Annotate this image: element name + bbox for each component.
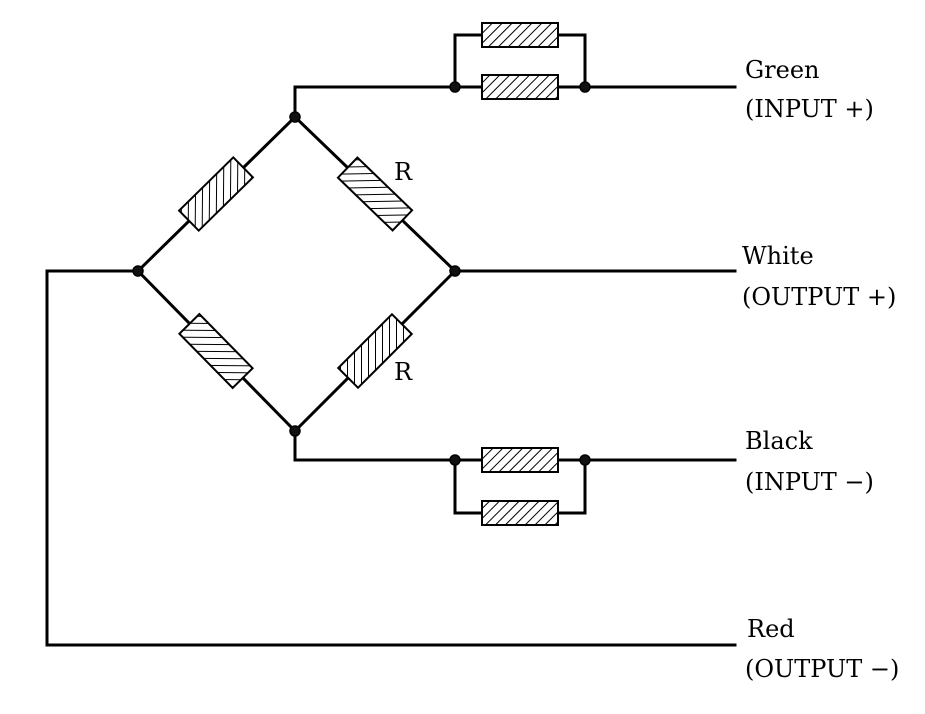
terminal-red-signal: (OUTPUT −) — [745, 655, 899, 683]
terminal-white-signal: (OUTPUT +) — [742, 283, 896, 311]
junction-nodes — [132, 81, 591, 466]
resistor-label-lower: R — [394, 358, 413, 386]
input-plus-parallel-resistor-1 — [481, 22, 559, 48]
bridge-resistor-upper-right — [336, 156, 414, 232]
terminal-black-signal: (INPUT −) — [745, 468, 874, 496]
terminal-white-color: White — [742, 242, 814, 270]
output-minus-wire — [45, 269, 737, 647]
input-plus-parallel-resistor-2 — [481, 74, 559, 100]
terminal-green-color: Green — [745, 56, 820, 84]
terminal-black-color: Black — [745, 427, 813, 455]
resistor-label-upper: R — [394, 158, 413, 186]
input-minus-parallel-resistor-2 — [481, 500, 559, 526]
bridge-resistor-upper-left — [177, 155, 255, 233]
bridge-resistor-lower-right — [336, 312, 414, 390]
terminal-green-signal: (INPUT +) — [745, 95, 874, 123]
input-minus-parallel-resistor-1 — [481, 447, 559, 473]
bridge-resistor-lower-left — [177, 312, 255, 390]
terminal-red-color: Red — [747, 615, 795, 643]
